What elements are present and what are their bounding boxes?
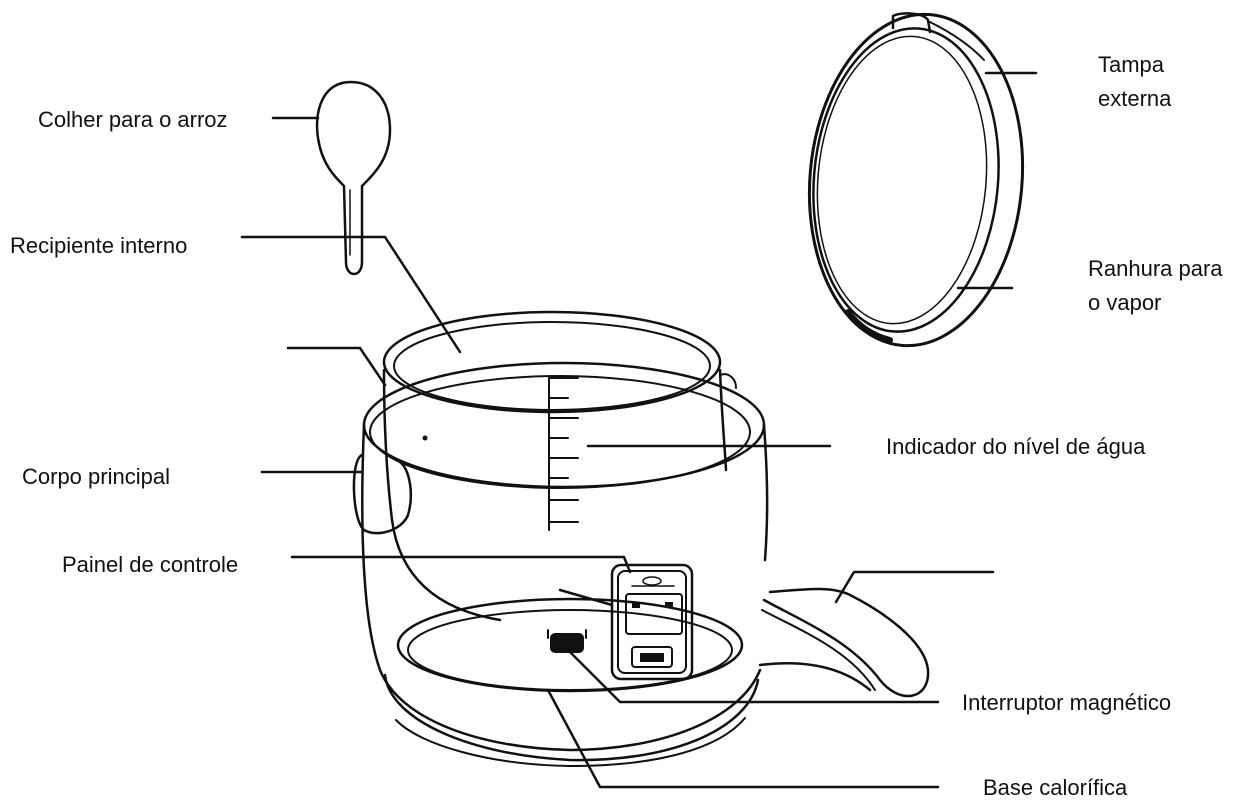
label-heating-base: Base calorífica	[983, 775, 1128, 800]
label-steam-groove-line-1: Ranhura para	[1088, 256, 1223, 281]
label-outer-lid-line-1: Tampa	[1098, 52, 1165, 77]
label-outer-lid-line-2: externa	[1098, 86, 1172, 111]
label-control-panel: Painel de controle	[62, 552, 239, 577]
control-panel-box	[610, 563, 694, 681]
label-steam-groove-line-2: o vapor	[1088, 290, 1162, 315]
rice-cooker	[352, 310, 930, 767]
callout-lines	[240, 71, 1038, 789]
label-magnetic-switch: Interruptor magnético	[962, 690, 1172, 715]
label-inner-pot: Recipiente interno	[10, 233, 188, 258]
outer-lid	[807, 12, 1025, 348]
label-main-body: Corpo principal	[22, 464, 170, 489]
label-outer-lid: Tampa externa	[1098, 48, 1171, 116]
rice-spoon	[315, 80, 392, 276]
label-steam-groove: Ranhura para o vapor	[1088, 252, 1223, 320]
label-water-level: Indicador do nível de água	[886, 434, 1146, 459]
label-rice-spoon: Colher para o arroz	[38, 107, 228, 132]
